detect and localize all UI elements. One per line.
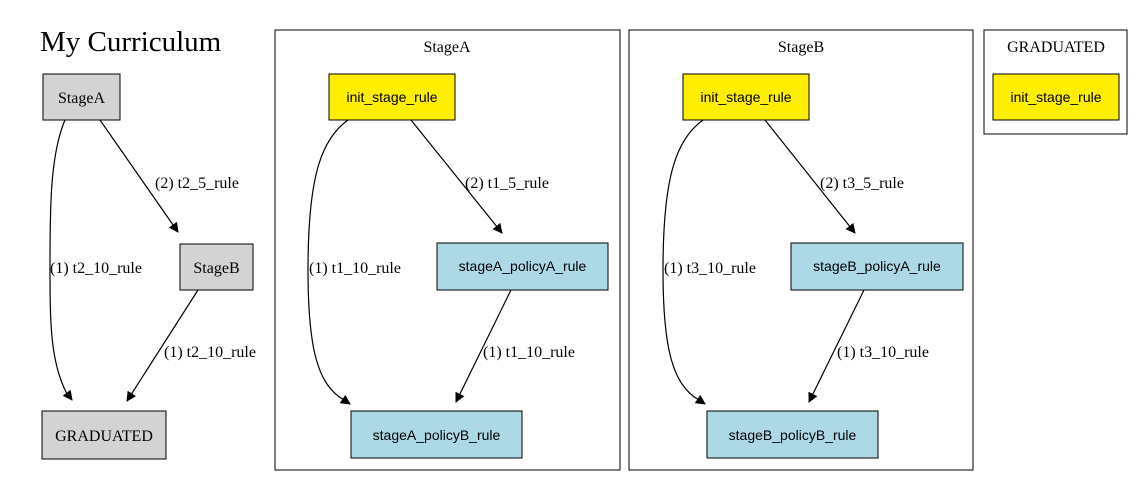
cluster-stagea: StageA (2) t1_5_rule (1) t1_10_rule (1) … bbox=[274, 29, 621, 471]
node-graduated[interactable]: GRADUATED bbox=[41, 410, 167, 460]
node-label: GRADUATED bbox=[55, 428, 153, 445]
node-label: StageB bbox=[193, 260, 239, 277]
edge-policya-to-policyb: (1) t3_10_rule bbox=[808, 289, 929, 403]
overview-graph: (2) t2_5_rule (1) t2_10_rule (1) t2_10_r… bbox=[41, 73, 256, 460]
edge-label: (1) t2_10_rule bbox=[164, 344, 256, 361]
edge-label: (2) t3_5_rule bbox=[820, 175, 904, 192]
edge-init-to-policyb: (1) t1_10_rule bbox=[307, 119, 401, 405]
edge-label: (1) t2_10_rule bbox=[50, 260, 142, 277]
node-label: init_stage_rule bbox=[1010, 89, 1101, 105]
edge-label: (1) t1_10_rule bbox=[483, 344, 575, 361]
node-stageb-policyb-rule[interactable]: stageB_policyB_rule bbox=[706, 410, 879, 459]
node-init-stage-rule[interactable]: init_stage_rule bbox=[328, 73, 456, 121]
diagram-title: My Curriculum bbox=[40, 26, 222, 58]
edge-label: (1) t3_10_rule bbox=[837, 344, 929, 361]
cluster-graduated: GRADUATED init_stage_rule bbox=[983, 29, 1128, 135]
edge-label: (1) t1_10_rule bbox=[309, 260, 401, 277]
node-stagea-policya-rule[interactable]: stageA_policyA_rule bbox=[436, 242, 609, 291]
node-init-stage-rule[interactable]: init_stage_rule bbox=[992, 73, 1120, 121]
edge-label: (1) t3_10_rule bbox=[664, 260, 756, 277]
edge-stageb-to-graduated: (1) t2_10_rule bbox=[126, 289, 256, 402]
cluster-stageb: StageB (2) t3_5_rule (1) t3_10_rule (1) … bbox=[628, 29, 974, 471]
edge-init-to-policya: (2) t1_5_rule bbox=[410, 119, 549, 234]
node-stageb[interactable]: StageB bbox=[179, 243, 254, 291]
cluster-label: StageB bbox=[778, 39, 824, 56]
edge-init-to-policya: (2) t3_5_rule bbox=[764, 119, 904, 234]
edge-label: (2) t2_5_rule bbox=[155, 175, 239, 192]
edge-label: (2) t1_5_rule bbox=[465, 175, 549, 192]
cluster-label: GRADUATED bbox=[1007, 39, 1105, 56]
node-label: init_stage_rule bbox=[346, 89, 437, 105]
edge-stagea-to-graduated: (1) t2_10_rule bbox=[49, 119, 142, 401]
edge-policya-to-policyb: (1) t1_10_rule bbox=[455, 289, 575, 403]
node-label: stageA_policyB_rule bbox=[373, 427, 501, 443]
node-stagea[interactable]: StageA bbox=[42, 73, 121, 121]
node-stagea-policyb-rule[interactable]: stageA_policyB_rule bbox=[350, 410, 523, 459]
cluster-label: StageA bbox=[423, 39, 471, 56]
node-label: init_stage_rule bbox=[700, 89, 791, 105]
node-label: stageB_policyA_rule bbox=[813, 258, 941, 274]
node-label: stageB_policyB_rule bbox=[729, 427, 857, 443]
node-label: stageA_policyA_rule bbox=[459, 258, 587, 274]
node-stageb-policya-rule[interactable]: stageB_policyA_rule bbox=[790, 242, 964, 291]
node-init-stage-rule[interactable]: init_stage_rule bbox=[682, 73, 810, 121]
edge-init-to-policyb: (1) t3_10_rule bbox=[662, 119, 756, 405]
node-label: StageA bbox=[58, 90, 106, 107]
edge-stagea-to-stageb: (2) t2_5_rule bbox=[99, 119, 239, 233]
